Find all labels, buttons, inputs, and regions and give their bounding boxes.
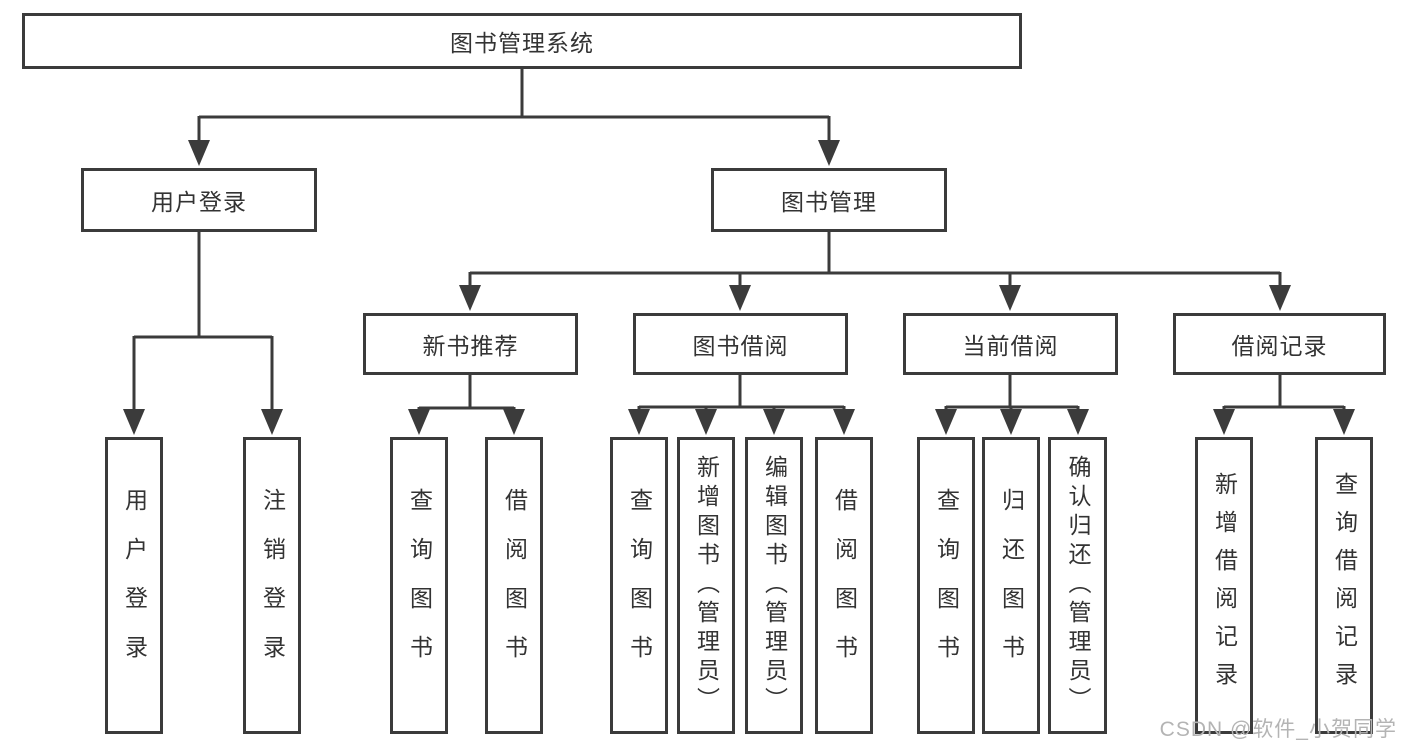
leaf-borrow-books-2-label: 借阅图书 [831,487,858,684]
leaf-user-login: 用户登录 [105,437,163,734]
node-new-book-recommend-label: 新书推荐 [422,333,519,359]
leaf-confirm-return-admin-label: 确认归还（管理员） [1065,455,1091,716]
node-book-management-label: 图书管理 [781,189,877,215]
node-new-book-recommend: 新书推荐 [363,313,578,375]
leaf-borrow-books-1: 借阅图书 [485,437,543,734]
csdn-watermark: CSDN @软件_小贺同学 [1159,718,1397,741]
node-book-borrowing-label: 图书借阅 [692,333,789,359]
leaf-edit-books-admin-label: 编辑图书（管理员） [761,455,788,716]
leaf-add-books-admin-label: 新增图书（管理员） [693,455,720,716]
node-user-login: 用户登录 [81,168,317,232]
node-root: 图书管理系统 [22,13,1022,69]
node-current-borrowing-label: 当前借阅 [962,333,1059,359]
node-borrowing-records: 借阅记录 [1173,313,1386,375]
leaf-query-books-1-label: 查询图书 [406,487,433,684]
leaf-query-books-3: 查询图书 [917,437,975,734]
leaf-user-login-label: 用户登录 [121,487,148,684]
leaf-add-borrow-record: 新增借阅记录 [1195,437,1253,734]
leaf-return-books: 归还图书 [982,437,1040,734]
leaf-edit-books-admin: 编辑图书（管理员） [745,437,803,734]
node-current-borrowing: 当前借阅 [903,313,1118,375]
node-book-borrowing: 图书借阅 [633,313,848,375]
leaf-query-borrow-record: 查询借阅记录 [1315,437,1373,734]
leaf-add-books-admin: 新增图书（管理员） [677,437,735,734]
leaf-query-books-1: 查询图书 [390,437,448,734]
leaf-logout-label: 注销登录 [259,487,286,684]
node-borrowing-records-label: 借阅记录 [1231,333,1328,359]
leaf-add-borrow-record-label: 新增借阅记录 [1211,471,1238,700]
node-user-login-label: 用户登录 [151,189,247,215]
leaf-query-books-3-label: 查询图书 [933,487,960,684]
node-book-management: 图书管理 [711,168,947,232]
node-root-label: 图书管理系统 [450,30,594,56]
leaf-borrow-books-2: 借阅图书 [815,437,873,734]
leaf-confirm-return-admin: 确认归还（管理员） [1048,437,1107,734]
leaf-query-books-2: 查询图书 [610,437,668,734]
leaf-logout: 注销登录 [243,437,301,734]
leaf-query-books-2-label: 查询图书 [626,487,653,684]
leaf-return-books-label: 归还图书 [998,487,1025,684]
leaf-borrow-books-1-label: 借阅图书 [501,487,528,684]
leaf-query-borrow-record-label: 查询借阅记录 [1331,471,1358,700]
arrowheads [123,140,1355,435]
